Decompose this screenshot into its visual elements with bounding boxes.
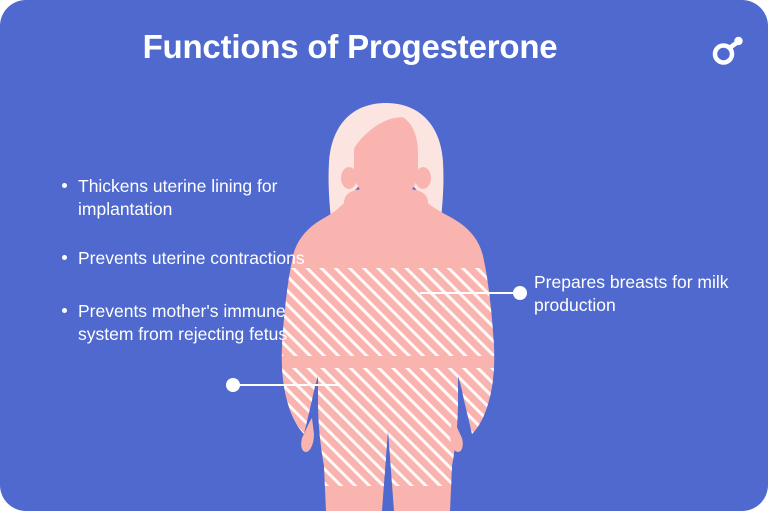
ear-right (415, 167, 431, 189)
connector-line-breasts (420, 292, 520, 294)
page-title: Functions of Progesterone (142, 28, 558, 65)
bullet-dot-icon (62, 255, 67, 260)
face (354, 113, 418, 201)
connector-dot-uterus (226, 378, 240, 392)
bullet-dot-icon (62, 308, 67, 313)
bullet-dot-icon (62, 183, 67, 188)
list-item: Prevents mother's immune system from rej… (62, 300, 327, 346)
hand-left (301, 418, 314, 452)
female-body-illustration (236, 100, 536, 511)
function-list: Thickens uterine lining for implantation… (62, 175, 327, 346)
breast-region-hatch (282, 268, 494, 356)
connector-line-uterus (232, 384, 340, 386)
hand-right (450, 418, 463, 452)
ear-left (341, 167, 357, 189)
list-item-label: Prevents mother's immune system from rej… (78, 301, 288, 344)
list-item-label: Prevents uterine contractions (78, 248, 305, 268)
list-item-label: Thickens uterine lining for implantation (78, 176, 278, 219)
connector-dot-breasts (513, 286, 527, 300)
list-item: Prevents uterine contractions (62, 247, 327, 270)
callout-label-breasts: Prepares breasts for milk production (534, 272, 729, 315)
list-item: Thickens uterine lining for implantation (62, 175, 327, 221)
hormone-molecule-icon (710, 33, 746, 69)
hair-fringe (351, 106, 421, 152)
